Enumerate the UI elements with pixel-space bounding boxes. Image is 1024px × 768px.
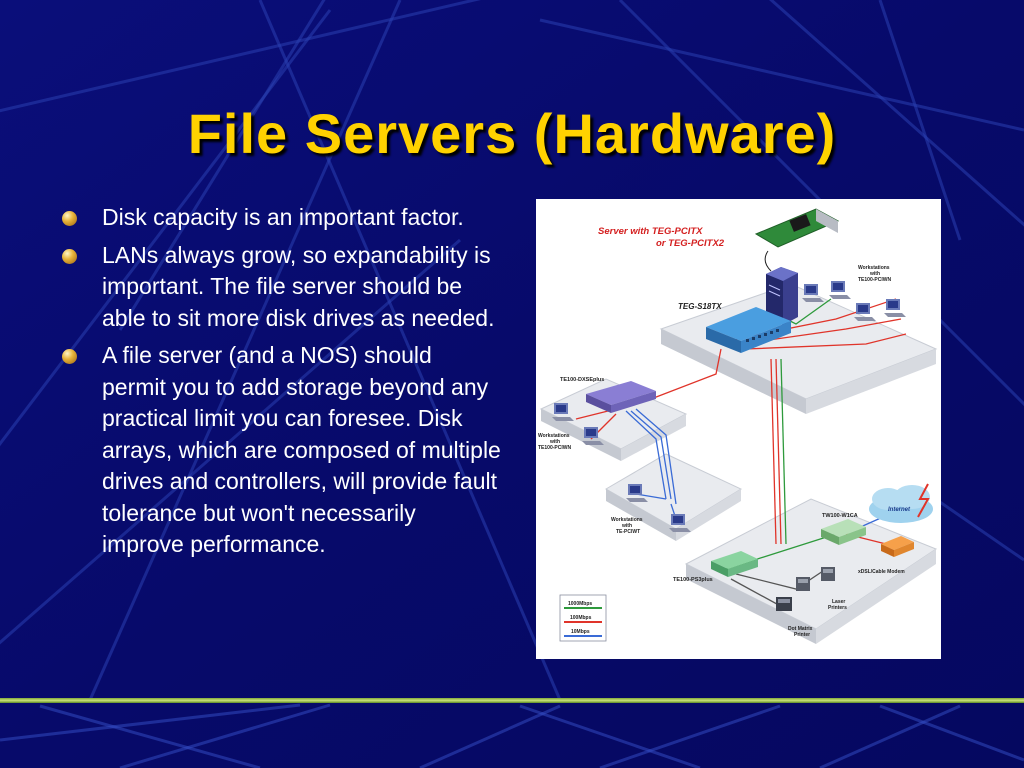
bullet-text: A file server (and a NOS) should permit … [102,342,501,557]
router-label: TW100-W1CA [822,513,858,519]
laser-printer-label-line2: Printers [828,605,847,611]
bullet-item: A file server (and a NOS) should permit … [62,340,502,561]
platform-top [659,283,938,414]
ws-mid-label-line3: TE-PCIWT [616,529,640,535]
bullet-text: LANs always grow, so expandability is im… [102,241,495,331]
server-label: Server with TEG-PCITX [598,226,703,237]
speed-legend: 1000Mbps 100Mbps 10Mbps [559,594,607,642]
dot-matrix-label: Dot Matrix [788,626,813,632]
ws-top-label-line2: with [869,271,880,277]
ws-top-label-line3: TE100-PCIWN [858,277,891,283]
network-diagram: Server with TEG-PCITX or TEG-PCITX2 TEG-… [536,199,941,659]
ws-left-label-line3: TE100-PCIWN [538,445,571,451]
hub-icon [586,381,656,413]
bullet-item: Disk capacity is an important factor. [62,202,502,234]
modem-icon [881,536,914,557]
ws-left-label-line2: with [549,439,560,445]
switch-icon [706,307,791,353]
laser-printer-label: Laser [832,599,845,605]
platform-bottom [684,498,938,644]
bullet-icon [62,349,77,364]
network-card-icon [754,208,840,272]
legend-label-10: 10Mbps [571,629,590,635]
footer-divider [0,698,1024,703]
legend-label-1000: 1000Mbps [568,601,592,607]
modem-label: xDSL/Cable Modem [858,569,905,575]
switch-label: TEG-S18TX [678,302,722,311]
legend-label-100: 100Mbps [570,615,592,621]
ws-mid-label: Workstations [611,517,643,523]
workstation-icons [552,281,906,532]
bullet-text: Disk capacity is an important factor. [102,204,464,230]
bullet-icon [62,211,77,226]
platform-middle [605,453,743,541]
ws-top-label: Workstations [858,265,890,271]
hub-label: TE100-DXSEplus [560,377,604,383]
slide-title: File Servers (Hardware) [187,102,837,165]
ws-left-label: Workstations [538,433,570,439]
bullet-list: Disk capacity is an important factor. LA… [62,202,502,567]
dot-matrix-label-line2: Printer [794,632,810,638]
bullet-icon [62,248,77,264]
file-server-icon [766,267,798,325]
internet-label: Internet [888,507,911,513]
printer-icons [776,567,835,611]
ws-mid-label-line2: with [621,523,632,529]
router-icon [821,519,866,545]
print-server-label: TE100-PS3plus [673,577,713,583]
bullet-item: LANs always grow, so expandability is im… [62,240,502,335]
server-label-line2: or TEG-PCITX2 [656,238,725,249]
print-server-icon [711,551,758,577]
internet-cloud-icon [869,483,933,523]
